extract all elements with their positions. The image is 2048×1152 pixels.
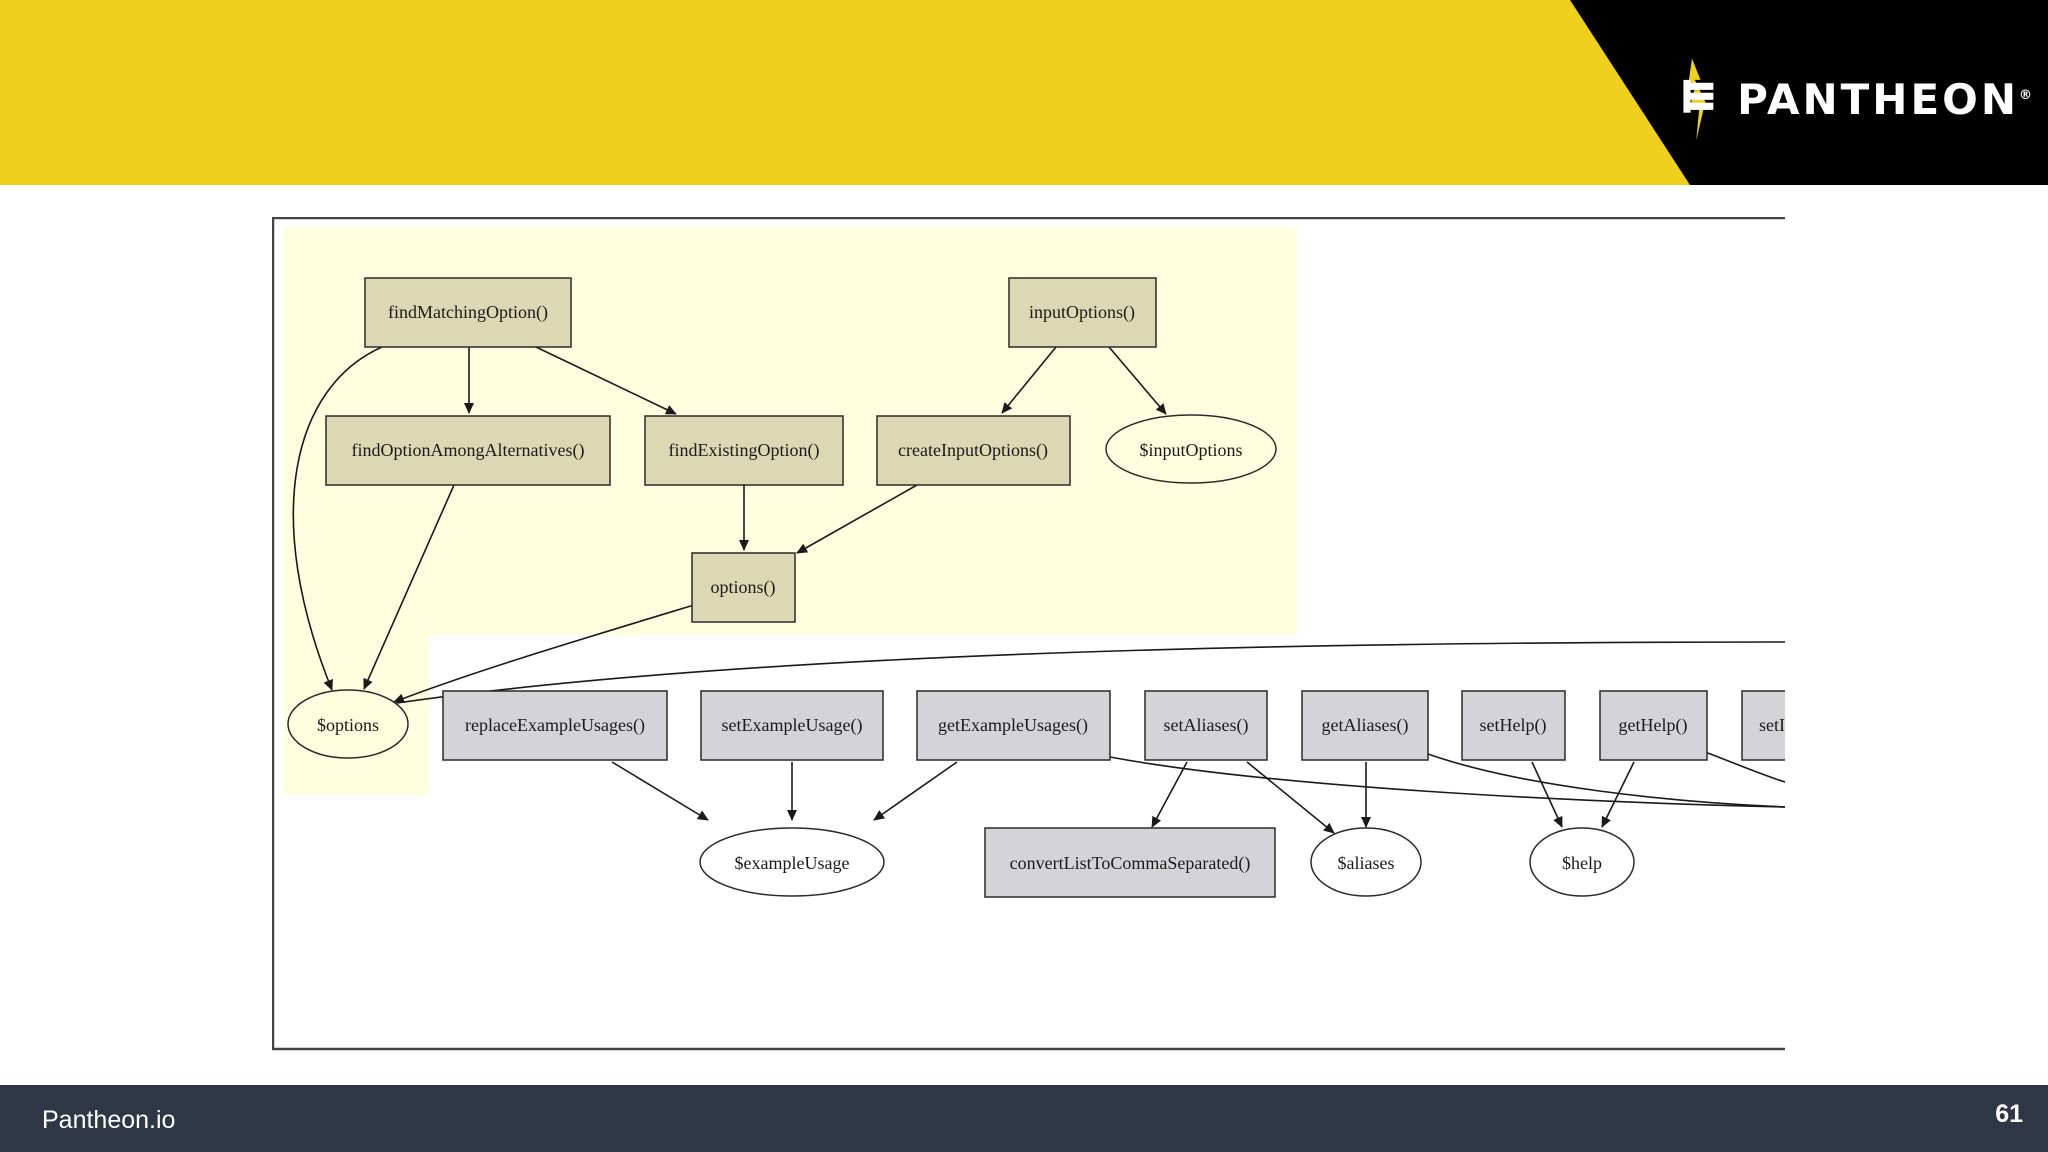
pantheon-fist-bolt-icon	[1683, 58, 1714, 141]
label-createInputOptions: createInputOptions()	[898, 440, 1048, 461]
edge-getHelp-offscreen	[1704, 751, 1785, 783]
label-convertListToCommaSeparated: convertListToCommaSeparated()	[1010, 853, 1251, 874]
label-findMatchingOption: findMatchingOption()	[388, 302, 548, 323]
pantheon-logo: PANTHEON®	[1682, 42, 2032, 157]
label-setExampleUsage: setExampleUsage()	[722, 715, 863, 736]
edge-getHelp-helpVar	[1601, 761, 1635, 828]
footer-site-link: Pantheon.io	[42, 1106, 176, 1134]
graphviz-diagram: findMatchingOption() inputOptions() find…	[272, 217, 1785, 1051]
node-setAliases	[1144, 690, 1268, 761]
label-setHelp: setHelp()	[1480, 715, 1547, 736]
node-aliases-var	[1310, 827, 1422, 897]
label-getHelp: getHelp()	[1619, 715, 1688, 736]
label-help-var: $help	[1562, 853, 1602, 873]
edge-findMatching-options	[292, 346, 383, 691]
node-createInputOptions	[876, 415, 1071, 486]
label-aliases-var: $aliases	[1338, 853, 1395, 873]
label-inputOptions: inputOptions()	[1029, 302, 1135, 323]
diagram-frame	[272, 217, 1785, 1051]
node-set-cut	[1741, 690, 1785, 761]
edge-getExample-offscreen	[1109, 756, 1785, 808]
node-options	[691, 552, 796, 623]
edge-inputOptions-createInput	[1001, 346, 1057, 414]
edge-getExample-exampleUsageVar	[873, 761, 958, 821]
edge-long-optionsVar	[396, 641, 1785, 704]
label-options-var: $options	[317, 715, 379, 735]
edge-findAmongAlt-options	[363, 484, 455, 690]
edge-findMatching-findExisting	[535, 346, 677, 415]
node-setExampleUsage	[700, 690, 884, 761]
edge-setAliases-convertList	[1151, 761, 1188, 828]
footer-bar	[0, 1085, 2048, 1152]
node-convertListToCommaSeparated	[984, 827, 1276, 898]
label-set-cut: setI	[1759, 715, 1785, 735]
edge-inputOptions-inputOptionsVar	[1108, 346, 1167, 415]
label-setAliases: setAliases()	[1164, 715, 1249, 736]
label-getExampleUsages: getExampleUsages()	[938, 715, 1088, 736]
edge-createInput-optionsFn	[796, 484, 918, 554]
edge-setAliases-aliasesVar	[1246, 761, 1335, 834]
label-options: options()	[711, 577, 776, 598]
pantheon-wordmark: PANTHEON®	[1737, 75, 2032, 124]
edge-getAliases-offscreen	[1427, 753, 1785, 808]
node-inputOptions-var	[1105, 414, 1277, 484]
node-exampleUsage-var	[699, 827, 885, 897]
node-findMatchingOption	[364, 277, 572, 348]
label-replaceExampleUsages: replaceExampleUsages()	[465, 715, 645, 736]
node-replaceExampleUsages	[442, 690, 668, 761]
node-help-var	[1529, 827, 1635, 897]
label-findOptionAmongAlternatives: findOptionAmongAlternatives()	[352, 440, 585, 461]
node-setHelp	[1461, 690, 1566, 761]
node-inputOptions	[1008, 277, 1157, 348]
edge-setHelp-helpVar	[1531, 761, 1563, 828]
label-findExistingOption: findExistingOption()	[669, 440, 820, 461]
page-number: 61	[1995, 1100, 2023, 1128]
edge-replace-exampleUsageVar	[611, 761, 709, 821]
edge-optionsFn-optionsVar	[393, 604, 695, 704]
label-getAliases: getAliases()	[1322, 715, 1409, 736]
node-getExampleUsages	[916, 690, 1111, 761]
label-exampleUsage-var: $exampleUsage	[735, 853, 850, 873]
node-getHelp	[1599, 690, 1708, 761]
label-inputOptions-var: $inputOptions	[1139, 440, 1242, 460]
node-getAliases	[1301, 690, 1429, 761]
node-findOptionAmongAlternatives	[325, 415, 611, 486]
node-options-var	[287, 689, 409, 759]
node-findExistingOption	[644, 415, 844, 486]
